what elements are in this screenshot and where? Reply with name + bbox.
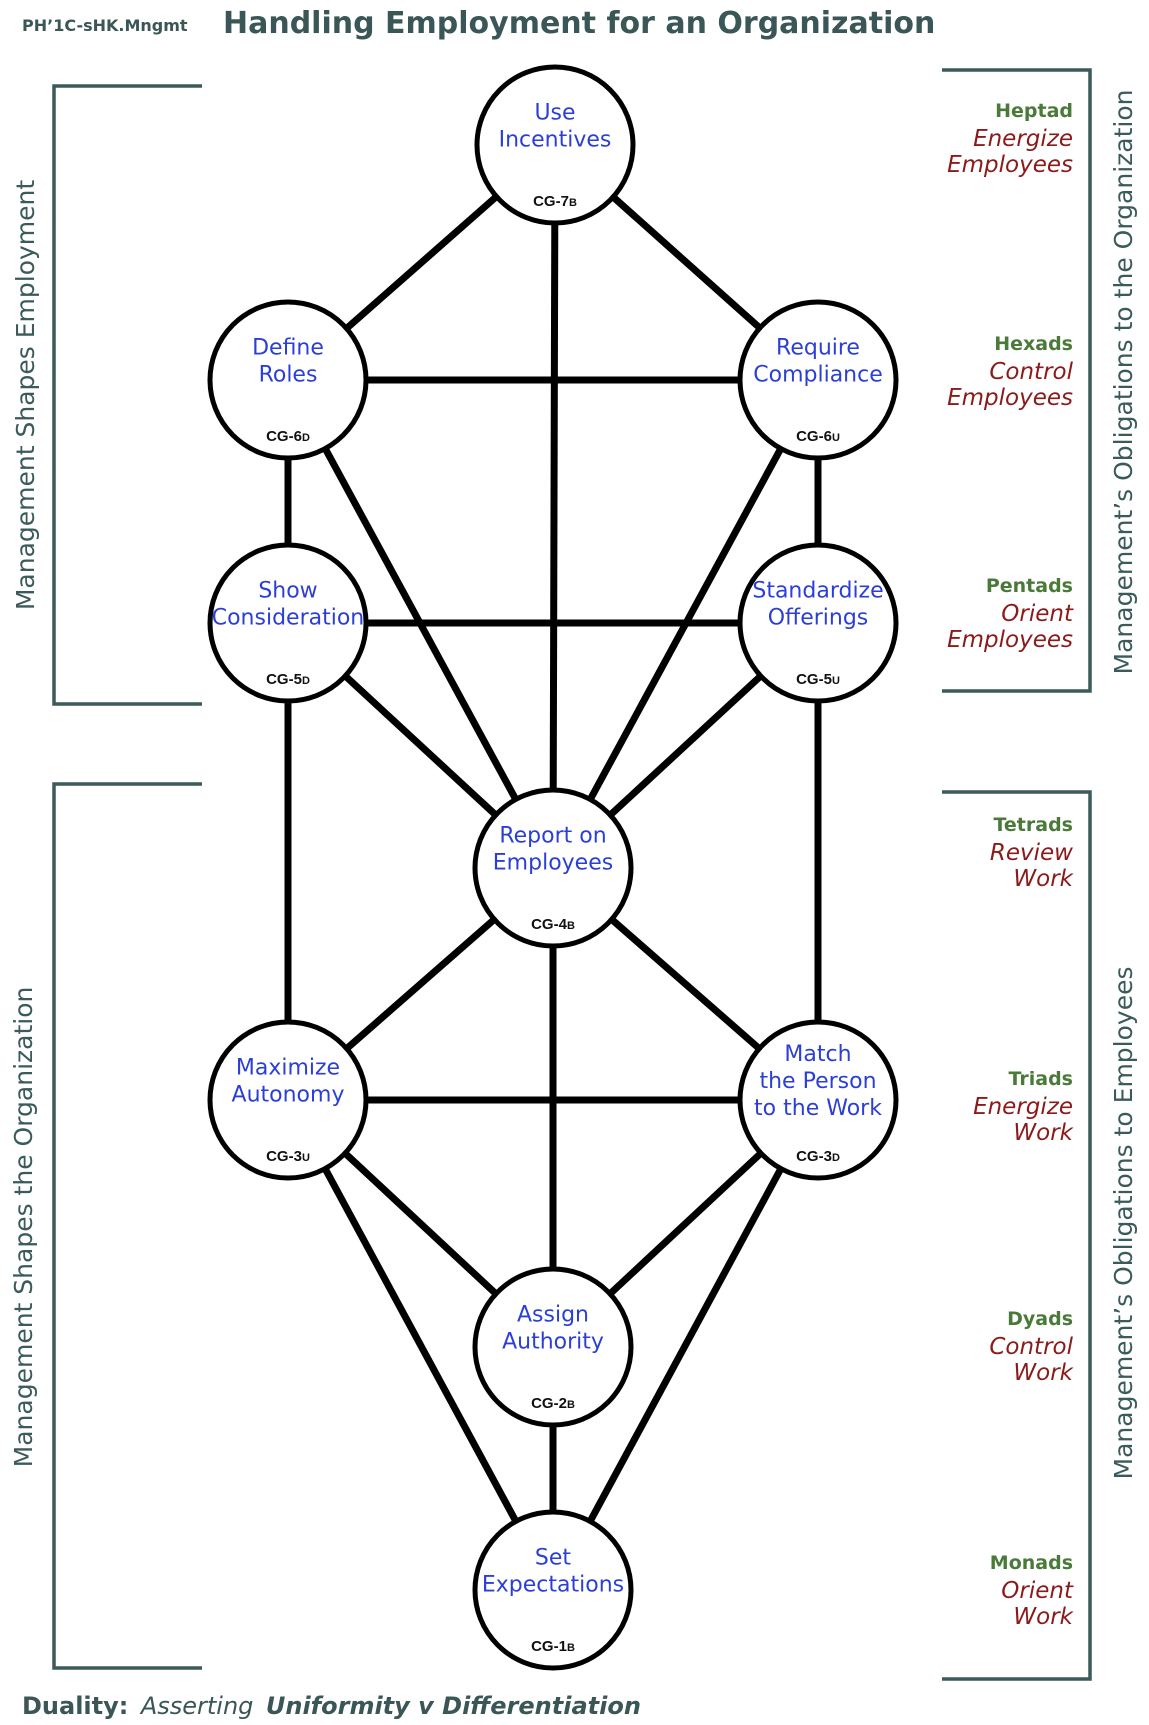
level-head: Monads <box>990 1552 1073 1574</box>
node-label: Incentives <box>499 128 612 153</box>
node-label: Match <box>784 1042 851 1067</box>
node-code: CG-2B <box>531 1395 575 1412</box>
level-head: Dyads <box>1007 1308 1073 1330</box>
footer-label: Duality: <box>22 1692 128 1720</box>
node-label: Report on <box>499 824 606 849</box>
right-bracket-bottom <box>942 790 1092 1681</box>
node-label: Compliance <box>753 363 883 388</box>
level-line2: Employees <box>947 627 1073 653</box>
node-code: CG-6U <box>796 428 840 445</box>
footer-duality: Duality: Asserting Uniformity v Differen… <box>22 1692 641 1720</box>
node-label: the Person <box>759 1069 876 1094</box>
left-label-bottom: Management Shapes the Organization <box>9 987 38 1468</box>
level-line1: Review <box>990 840 1073 866</box>
node-label: Autonomy <box>232 1083 345 1108</box>
node-label: Employees <box>493 851 613 876</box>
level-line2: Work <box>1013 1604 1074 1630</box>
node-label: Standardize <box>752 579 883 604</box>
node-circle <box>737 1019 899 1181</box>
node-code: CG-3D <box>796 1148 840 1165</box>
node-label: Expectations <box>482 1573 624 1598</box>
edge-cg3u-cg1b <box>284 1098 557 1592</box>
level-line1: Energize <box>973 126 1073 152</box>
node-circle <box>207 299 369 461</box>
level-head: Triads <box>1009 1068 1074 1090</box>
level-line2: Work <box>1013 866 1074 892</box>
node-label: Define <box>252 336 324 361</box>
node-label: Assign <box>517 1303 589 1328</box>
level-line2: Work <box>1013 1120 1074 1146</box>
node-code: CG-7B <box>533 193 577 210</box>
node-code: CG-5U <box>796 671 840 688</box>
node-label: Show <box>258 579 317 604</box>
node-label: Maximize <box>236 1056 340 1081</box>
node-label: Roles <box>259 363 318 388</box>
level-line1: Orient <box>1001 1578 1074 1604</box>
node-circle <box>472 1509 634 1671</box>
node-circle <box>207 1019 369 1181</box>
right-label-bottom: Management’s Obligations to Employees <box>1109 967 1138 1480</box>
edge-cg3d-cg1b <box>549 1098 822 1592</box>
left-label-top: Management Shapes Employment <box>11 180 40 611</box>
edge-cg7b-cg4b <box>549 144 559 869</box>
level-line2: Employees <box>947 385 1073 411</box>
level-line1: Energize <box>973 1094 1073 1120</box>
right-label-top: Management’s Obligations to the Organiza… <box>1109 90 1138 675</box>
level-line1: Orient <box>1001 601 1074 627</box>
level-head: Heptad <box>995 100 1073 122</box>
document-id: PH’1C-sHK.Mngmt <box>22 16 188 35</box>
node-code: CG-5D <box>266 671 310 688</box>
node-code: CG-3U <box>266 1148 310 1165</box>
level-line1: Control <box>989 359 1073 385</box>
node-label: to the Work <box>754 1096 882 1121</box>
node-circle <box>472 787 634 949</box>
node-code: CG-6D <box>266 428 310 445</box>
node-circle <box>737 299 899 461</box>
left-bracket-bottom <box>52 782 202 1670</box>
level-head: Tetrads <box>993 814 1073 836</box>
level-line2: Work <box>1013 1360 1074 1386</box>
level-line2: Employees <box>947 152 1073 178</box>
level-head: Pentads <box>986 575 1073 597</box>
level-line1: Control <box>989 1334 1073 1360</box>
level-head: Hexads <box>994 333 1073 355</box>
node-circle <box>207 542 369 704</box>
left-bracket-top <box>52 84 202 706</box>
node-label: Consideration <box>212 606 365 631</box>
node-circle <box>737 542 899 704</box>
level-labels: HeptadEnergizeEmployeesHexadsControlEmpl… <box>947 100 1075 1630</box>
node-label: Authority <box>502 1330 604 1355</box>
node-label: Offerings <box>768 606 869 631</box>
node-circle <box>474 64 636 226</box>
node-label: Require <box>776 336 860 361</box>
node-code: CG-4B <box>531 916 575 933</box>
footer-italic: Asserting <box>139 1692 254 1720</box>
node-label: Set <box>535 1546 572 1571</box>
page-title: Handling Employment for an Organization <box>223 6 935 41</box>
right-bracket-top <box>942 68 1092 693</box>
node-label: Use <box>534 101 575 126</box>
node-code: CG-1B <box>531 1638 575 1655</box>
node-circle <box>472 1266 634 1428</box>
footer-emphasis: Uniformity v Differentiation <box>266 1692 641 1720</box>
